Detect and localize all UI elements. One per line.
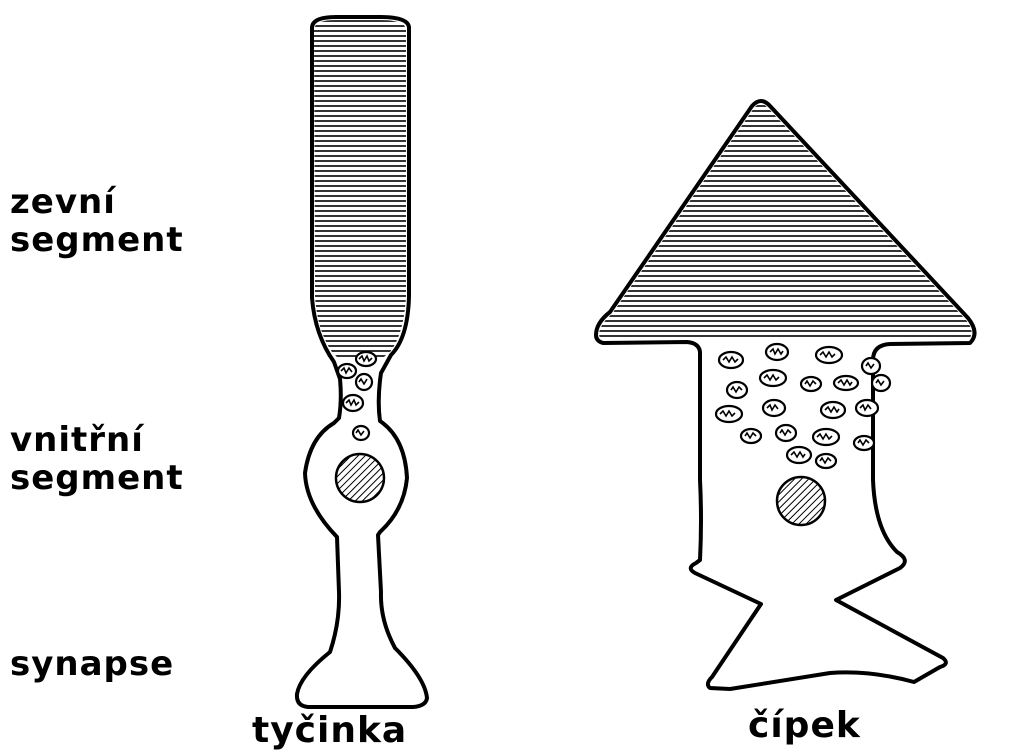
rod-outer-segment-disks bbox=[314, 20, 406, 360]
cone-cell bbox=[596, 101, 975, 689]
cone-nucleus bbox=[777, 477, 825, 525]
rod-cell bbox=[297, 17, 427, 707]
rod-nucleus bbox=[336, 454, 384, 502]
cone-outer-segment-disks bbox=[599, 104, 972, 340]
